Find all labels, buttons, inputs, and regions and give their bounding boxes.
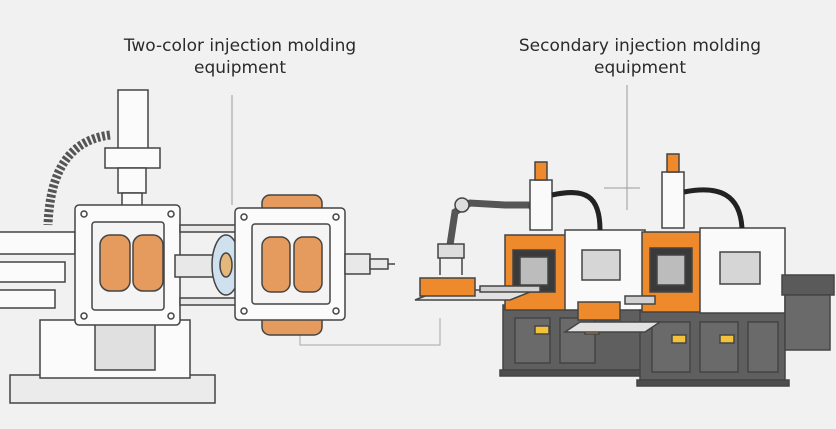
viewing-window xyxy=(719,251,761,285)
mold-cavity xyxy=(132,234,164,292)
secondary-equipment-label: Secondary injection molding equipment xyxy=(495,35,785,79)
hose xyxy=(43,130,111,226)
warning-label-icon xyxy=(534,325,550,335)
tie-bar xyxy=(179,224,241,233)
injection-column xyxy=(529,179,553,231)
viewing-window xyxy=(581,249,621,281)
two-color-equipment-label: Two-color injection molding equipment xyxy=(100,35,380,79)
mold-cavity xyxy=(99,234,131,292)
two-color-machine xyxy=(0,89,395,404)
molded-part xyxy=(577,301,621,321)
part-trays xyxy=(414,277,663,333)
secondary-machine-2 xyxy=(636,153,835,387)
two-color-label-line2: equipment xyxy=(194,58,286,78)
secondary-label-line1: Secondary injection molding xyxy=(518,36,762,56)
two-color-label-line1: Two-color injection molding xyxy=(123,36,357,56)
status-light-icon xyxy=(534,161,548,181)
nozzle xyxy=(344,253,371,275)
side-conveyor xyxy=(781,274,835,296)
secondary-label-line2: equipment xyxy=(594,58,686,78)
status-light-icon xyxy=(666,153,680,173)
warning-label-icon xyxy=(671,334,687,344)
tray xyxy=(562,321,663,333)
injection-column xyxy=(661,171,685,229)
warning-label-icon xyxy=(719,334,735,344)
machine-base xyxy=(9,374,216,404)
gripper xyxy=(437,243,465,259)
injection-unit-tower xyxy=(117,89,149,151)
molded-part xyxy=(419,277,476,297)
tie-bar xyxy=(179,297,241,306)
secondary-machine-1 xyxy=(499,161,647,377)
